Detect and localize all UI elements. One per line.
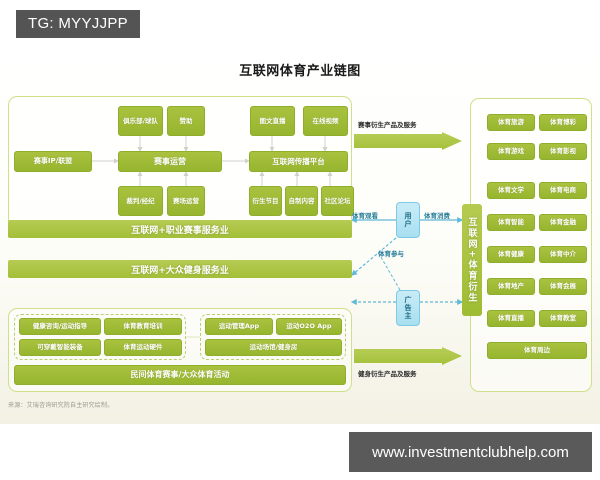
mass-right-box-1[interactable]: 运动O2O App: [276, 318, 342, 335]
pro-bottom-box-2[interactable]: 衍生节目: [249, 186, 282, 216]
mass-right-box-0[interactable]: 运动管理App: [205, 318, 273, 335]
derivative-box-11[interactable]: 体育会展: [539, 278, 587, 295]
center-label-consume: 体育消费: [424, 212, 450, 220]
mass-right-box-2[interactable]: 运动场馆/健身房: [205, 339, 342, 356]
center-label-participate: 体育参与: [378, 250, 404, 258]
pro-top-box-3[interactable]: 在线视频: [303, 106, 348, 136]
derivative-spine: 互联网+体育衍生: [462, 204, 482, 316]
derivative-wide-box[interactable]: 体育周边: [487, 342, 587, 359]
mass-left-box-0[interactable]: 健康咨询/运动指导: [19, 318, 101, 335]
pro-bottom-box-3[interactable]: 自制内容: [285, 186, 318, 216]
derivative-box-4[interactable]: 体育文学: [487, 182, 535, 199]
mass-left-group: [14, 314, 186, 360]
mass-right-group: [200, 314, 346, 360]
pro-section-banner: 互联网+职业赛事服务业: [8, 220, 352, 238]
derivative-box-6[interactable]: 体育智能: [487, 214, 535, 231]
flow-arrow-bottom: [354, 347, 462, 365]
derivative-box-13[interactable]: 体育教室: [539, 310, 587, 327]
mass-left-box-2[interactable]: 可穿戴智能装备: [19, 339, 101, 356]
pro-bottom-box-4[interactable]: 社区论坛: [321, 186, 354, 216]
site-url-watermark: www.investmentclubhelp.com: [349, 432, 592, 472]
derivative-box-12[interactable]: 体育直播: [487, 310, 535, 327]
flow-arrow-top: [354, 132, 462, 150]
derivative-box-5[interactable]: 体育电商: [539, 182, 587, 199]
flow-arrow-top-label: 赛事衍生产品及服务: [358, 121, 417, 129]
pro-mid-box-0[interactable]: 赛事IP/联盟: [14, 151, 92, 172]
derivative-box-10[interactable]: 体育地产: [487, 278, 535, 295]
source-note: 来源：艾瑞咨询研究院自主研究绘制。: [8, 402, 114, 409]
center-advertiser-node[interactable]: 广告主: [396, 290, 420, 326]
derivative-box-3[interactable]: 体育影视: [539, 143, 587, 160]
derivative-box-1[interactable]: 体育博彩: [539, 114, 587, 131]
derivative-box-2[interactable]: 体育游戏: [487, 143, 535, 160]
infographic-canvas: 互联网体育产业链图: [0, 52, 600, 424]
pro-bottom-box-0[interactable]: 裁判/经纪: [118, 186, 163, 216]
center-user-node[interactable]: 用户: [396, 202, 420, 238]
derivative-box-9[interactable]: 体育中介: [539, 246, 587, 263]
derivative-box-8[interactable]: 体育健康: [487, 246, 535, 263]
mass-section-banner: 互联网+大众健身服务业: [8, 260, 352, 278]
mass-left-box-3[interactable]: 体育运动硬件: [104, 339, 182, 356]
derivative-box-7[interactable]: 体育金融: [539, 214, 587, 231]
pro-top-box-1[interactable]: 赞助: [167, 106, 205, 136]
mass-footer-bar[interactable]: 民间体育赛事/大众体育活动: [14, 365, 346, 385]
mass-left-box-1[interactable]: 体育教育培训: [104, 318, 182, 335]
flow-arrow-bottom-label: 健身衍生产品及服务: [358, 370, 417, 378]
derivative-box-0[interactable]: 体育旅游: [487, 114, 535, 131]
page-title: 互联网体育产业链图: [239, 64, 361, 79]
pro-bottom-box-1[interactable]: 赛场运营: [167, 186, 205, 216]
telegram-tag-watermark: TG: MYYJJPP: [16, 10, 140, 38]
pro-mid-box-1[interactable]: 赛事运营: [118, 151, 222, 172]
pro-top-box-0[interactable]: 俱乐部/球队: [118, 106, 163, 136]
pro-mid-box-2[interactable]: 互联网传播平台: [249, 151, 348, 172]
center-label-watch: 体育观看: [352, 212, 378, 220]
pro-top-box-2[interactable]: 图文直播: [250, 106, 295, 136]
